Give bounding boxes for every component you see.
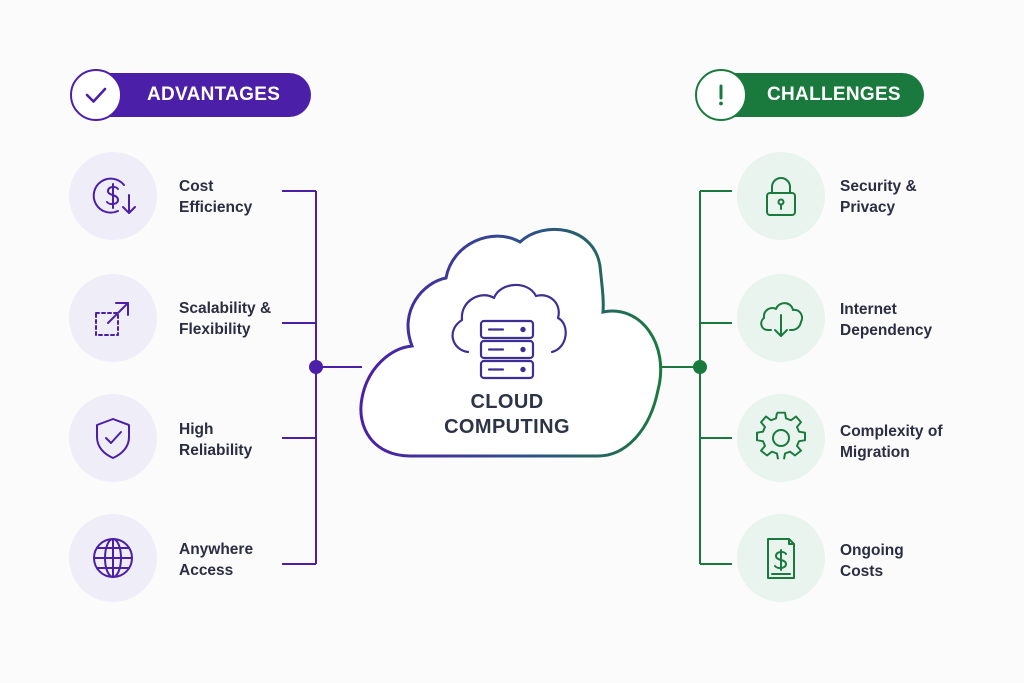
server-cloud-icon: [451, 283, 567, 380]
shield-check-icon: [96, 418, 130, 459]
challenge-label: Security & Privacy: [840, 176, 917, 218]
challenge-label-line2: Privacy: [840, 199, 896, 216]
challenge-label: Complexity of Migration: [840, 421, 942, 463]
challenge-label: Ongoing Costs: [840, 540, 904, 582]
center-title: CLOUD COMPUTING: [407, 390, 607, 440]
advantage-label: High Reliability: [179, 419, 252, 461]
advantage-label: Cost Efficiency: [179, 176, 252, 218]
challenges-badge: [695, 69, 747, 121]
challenge-icon-circle: [737, 394, 825, 482]
challenges-title: CHALLENGES: [767, 84, 901, 105]
challenge-icon-circle: [737, 274, 825, 362]
challenge-label-line1: Ongoing: [840, 542, 904, 559]
exclamation-icon: [719, 84, 723, 106]
challenge-label-line2: Migration: [840, 444, 910, 461]
challenge-label: Internet Dependency: [840, 299, 932, 341]
challenges-connector: [658, 190, 732, 565]
gear-icon: [756, 411, 806, 460]
advantage-label: Scalability & Flexibility: [179, 298, 271, 340]
lock-icon: [766, 177, 796, 216]
advantage-icon-circle: [69, 394, 157, 482]
advantage-icon-circle: [69, 152, 157, 240]
advantages-junction-dot: [309, 360, 323, 374]
advantage-icon-circle: [69, 274, 157, 362]
challenge-icon-circle: [737, 152, 825, 240]
advantage-label-line2: Flexibility: [179, 321, 251, 338]
challenge-label-line2: Dependency: [840, 322, 933, 339]
scale-arrow-icon: [95, 302, 129, 336]
dollar-down-icon: [92, 177, 136, 214]
advantages-connector: [282, 190, 362, 565]
advantage-label-line2: Efficiency: [179, 199, 253, 216]
cloud-download-icon: [760, 302, 803, 337]
advantage-label-line1: Scalability &: [179, 300, 272, 317]
dollar-document-icon: [767, 538, 795, 579]
check-icon: [85, 87, 107, 103]
challenge-label-line2: Costs: [840, 563, 884, 580]
advantages-badge: [70, 69, 122, 121]
advantage-label-line2: Reliability: [179, 442, 253, 459]
advantage-label-line1: High: [179, 421, 214, 438]
challenge-icon-circle: [737, 514, 825, 602]
advantage-label-line1: Anywhere: [179, 541, 254, 558]
advantages-title: ADVANTAGES: [147, 84, 281, 105]
challenge-label-line1: Complexity of: [840, 423, 943, 440]
globe-icon: [93, 538, 133, 578]
advantage-icon-circle: [69, 514, 157, 602]
center-title-line2: COMPUTING: [444, 416, 570, 438]
advantage-label-line2: Access: [179, 562, 234, 579]
challenge-label-line1: Security &: [840, 178, 917, 195]
center-title-line1: CLOUD: [470, 391, 544, 413]
challenges-junction-dot: [693, 360, 707, 374]
advantage-label-line1: Cost: [179, 178, 214, 195]
advantage-label: Anywhere Access: [179, 539, 253, 581]
challenge-label-line1: Internet: [840, 301, 897, 318]
